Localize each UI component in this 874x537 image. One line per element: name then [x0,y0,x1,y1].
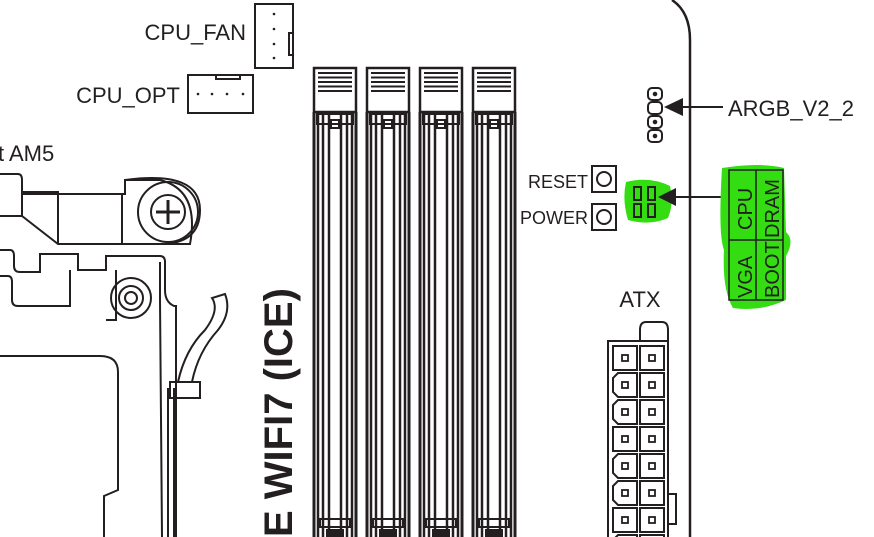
power-button [591,203,617,231]
atx-pin [639,480,665,506]
argb-label: ARGB_V2_2 [728,96,854,121]
dimm-slots [312,66,517,537]
atx-pin [639,453,665,479]
atx-pins [612,345,665,537]
led-dram-label: DRAM [762,179,784,238]
atx-pin [612,345,638,371]
led-pins [633,186,656,218]
atx-pin [639,372,665,398]
cpu-fan-label: CPU_FAN [145,20,246,45]
dimm-slot [471,66,517,537]
argb-header [647,87,663,143]
socket-label: t AM5 [0,141,54,166]
led-vga-label: VGA [735,255,757,298]
atx-connector [607,321,677,537]
board-name-label: E WIFI7 (ICE) [257,288,301,537]
led-pins-highlight [624,179,672,223]
atx-pin [639,426,665,452]
atx-pin [639,399,665,425]
atx-pin [614,534,638,537]
atx-pin [639,507,665,533]
dimm-slot [312,66,358,537]
atx-pin [639,345,665,371]
atx-pin [612,507,638,533]
atx-pin [612,453,638,479]
debug-led-block [728,169,784,301]
board-edge [671,0,692,537]
dimm-slot [418,66,464,537]
led-boot-label: BOOT [762,241,784,298]
atx-pin [612,426,638,452]
atx-label: ATX [619,287,660,312]
argb-arrow-icon [664,98,683,116]
atx-pin [612,372,638,398]
reset-button [591,165,617,193]
cpu-opt-label: CPU_OPT [76,83,180,108]
cpu-opt-header [187,74,254,114]
cpu-socket [0,173,229,537]
atx-pin [612,480,638,506]
led-cpu-label: CPU [735,188,757,230]
reset-label: RESET [528,172,588,192]
dimm-slot [365,66,411,537]
power-label: POWER [520,208,588,228]
cpu-fan-header [254,3,294,69]
atx-pin [639,534,665,537]
atx-pin [612,399,638,425]
led-arrow-icon [658,188,676,206]
